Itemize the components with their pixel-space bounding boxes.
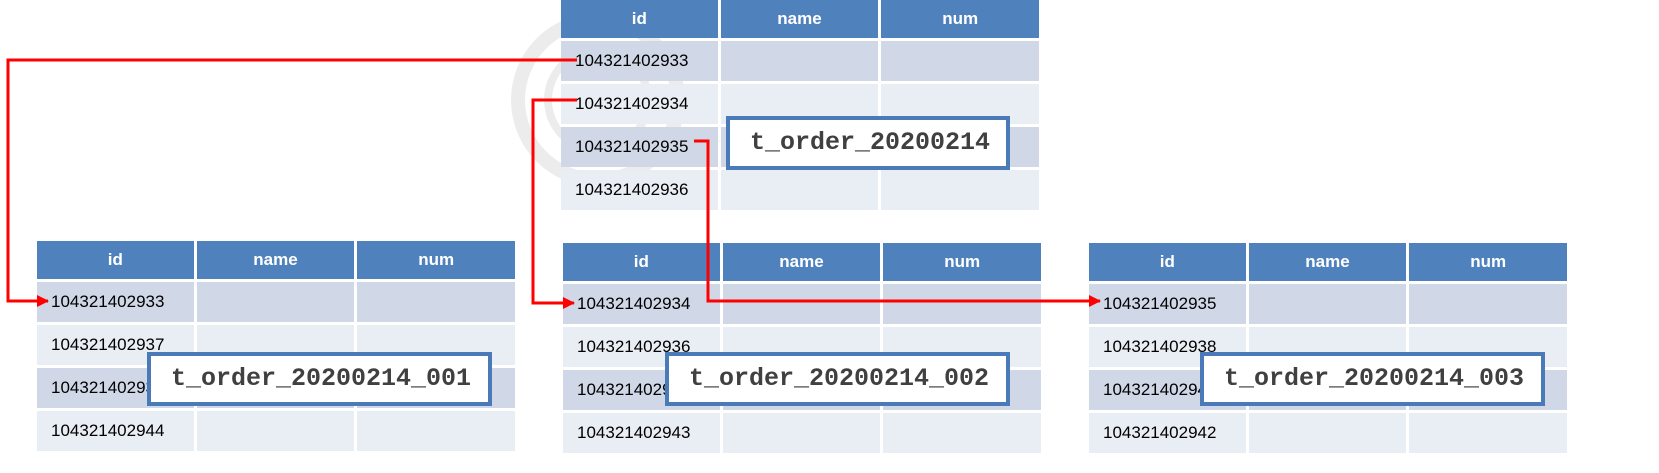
header-name: name [196, 241, 355, 279]
header-num: num [357, 241, 515, 279]
header-id: id [563, 243, 720, 281]
table-row: 104321402936 [561, 170, 1039, 210]
shard-label-003: t_order_20200214_003 [1200, 352, 1545, 406]
shard-label-001: t_order_20200214_001 [147, 352, 492, 406]
id-cell: 104321402942 [1089, 413, 1246, 453]
id-cell: 104321402934 [561, 84, 718, 124]
header-name: name [1248, 243, 1407, 281]
header-num: num [881, 0, 1039, 38]
table-row: 104321402934 [563, 284, 1041, 324]
header-name: name [722, 243, 881, 281]
shard-table-001: id name num 104321402933 104321402937 10… [34, 238, 518, 454]
shard-table-003: id name num 104321402935 104321402938 10… [1086, 240, 1570, 456]
table-row: 104321402933 [37, 282, 515, 322]
id-cell: 104321402933 [37, 282, 194, 322]
id-cell: 104321402936 [561, 170, 718, 210]
header-id: id [37, 241, 194, 279]
shard-label-002: t_order_20200214_002 [665, 352, 1010, 406]
header-name: name [720, 0, 879, 38]
id-cell: 104321402944 [37, 411, 194, 451]
id-cell: 104321402935 [561, 127, 718, 167]
header-num: num [1409, 243, 1567, 281]
table-row: 104321402933 [561, 41, 1039, 81]
shard-table-002: id name num 104321402934 104321402936 10… [560, 240, 1044, 456]
id-cell: 104321402933 [561, 41, 718, 81]
source-table-label: t_order_20200214 [726, 116, 1010, 170]
table-row: 104321402942 [1089, 413, 1567, 453]
header-id: id [1089, 243, 1246, 281]
header-id: id [561, 0, 718, 38]
id-cell: 104321402934 [563, 284, 720, 324]
table-row: 104321402944 [37, 411, 515, 451]
header-num: num [883, 243, 1041, 281]
table-row: 104321402943 [563, 413, 1041, 453]
id-cell: 104321402943 [563, 413, 720, 453]
table-row: 104321402935 [1089, 284, 1567, 324]
id-cell: 104321402935 [1089, 284, 1246, 324]
source-table: id name num 104321402933 104321402934 10… [558, 0, 1042, 213]
